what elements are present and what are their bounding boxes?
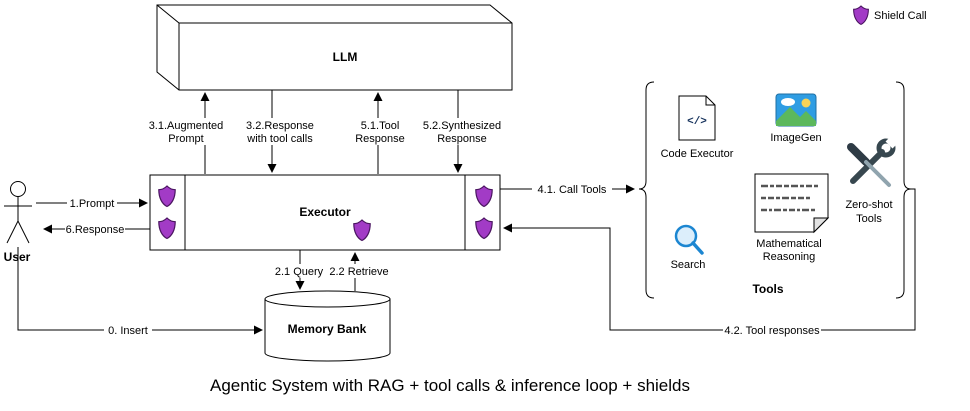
math-reasoning-label: Reasoning: [763, 251, 816, 263]
shield-icon: [853, 5, 869, 26]
llm-box-edges: [156, 4, 512, 90]
legend-label: Shield Call: [874, 10, 927, 22]
shield-icon: [475, 185, 493, 208]
llm-label: LLM: [333, 50, 358, 64]
actor-head: [10, 181, 26, 197]
edge-label-response: 6.Response: [65, 222, 125, 236]
edge-label-text: 6.Response: [66, 224, 125, 236]
edge-label-text: 4.1. Call Tools: [538, 184, 607, 196]
edge-label-text: 0. Insert: [108, 325, 148, 337]
legend-shield-call: Shield Call: [853, 5, 927, 26]
label-bg: [418, 118, 506, 145]
image-icon-cloud: [781, 98, 795, 106]
edge-label-text: 3.2.Response: [246, 120, 314, 132]
executor-node: Executor: [149, 174, 501, 251]
label-bg: [148, 118, 224, 145]
crossed-tools-icon: [847, 136, 898, 187]
left-curly-brace: [638, 81, 655, 299]
label-bg: [351, 118, 409, 145]
edge-label-insert: 0. Insert: [104, 323, 152, 337]
screwdriver-handle: [847, 143, 870, 166]
screwdriver-shaft: [864, 160, 891, 187]
memory-bank-body: [264, 298, 391, 362]
shield-icon: [158, 217, 176, 240]
executor-box: [149, 174, 501, 251]
search-label: Search: [671, 259, 706, 271]
shield-icon: [475, 217, 493, 240]
label-bg: [328, 264, 390, 278]
edge-label-text: 2.2 Retrieve: [329, 266, 388, 278]
tools-group: </> Code Executor ImageGen Search: [638, 81, 912, 299]
edge-label-text: Prompt: [168, 133, 203, 145]
code-file-fold: [705, 96, 715, 106]
tools-group-label: Tools: [752, 282, 783, 296]
edge-label-text: 5.1.Tool: [361, 120, 400, 132]
edge-label-prompt: 1.Prompt: [67, 196, 117, 210]
label-bg: [723, 323, 821, 337]
math-doc-fold: [813, 217, 830, 234]
edge-label-tool-response: 5.1.Tool Response: [351, 118, 409, 145]
code-glyph-text: </>: [687, 116, 707, 128]
image-icon: [775, 93, 817, 127]
code-file-icon: </>: [678, 95, 716, 141]
label-bg: [65, 222, 125, 236]
edge-label-text: with tool calls: [246, 133, 313, 145]
edge-label-text: 3.1.Augmented: [149, 120, 224, 132]
edge-label-text: Response: [355, 133, 405, 145]
code-executor-label: Code Executor: [661, 148, 734, 160]
zero-shot-label: Zero-shot: [845, 199, 892, 211]
wrench-notch: [885, 136, 898, 149]
search-icon: [674, 224, 704, 255]
tool-zero-shot: Zero-shot Tools: [845, 136, 898, 225]
edge-label-call-tools: 4.1. Call Tools: [532, 182, 612, 196]
image-icon-hills: [776, 107, 816, 126]
label-bg: [104, 323, 152, 337]
memory-bank-top: [264, 290, 391, 308]
math-document-icon: [754, 173, 830, 234]
edge-label-response-with-tool-calls: 3.2.Response with tool calls: [242, 118, 318, 145]
label-bg: [273, 264, 325, 278]
search-icon-handle: [691, 241, 704, 255]
edge-label-text: 2.1 Query: [275, 266, 324, 278]
shield-icon: [158, 185, 176, 208]
wrench-shaft: [850, 149, 885, 184]
edge-label-synthesized-response: 5.2.Synthesized Response: [418, 118, 506, 145]
actor-leg-left: [6, 220, 19, 244]
executor-label: Executor: [299, 205, 351, 219]
imagegen-label: ImageGen: [770, 132, 821, 144]
edge-label-query: 2.1 Query: [273, 264, 325, 278]
memory-bank-node: Memory Bank: [264, 290, 391, 362]
tool-imagegen: ImageGen: [770, 93, 822, 144]
tool-math-reasoning: Mathematical Reasoning: [754, 173, 830, 263]
edge-insert: [17, 247, 263, 335]
actor-leg-right: [17, 220, 30, 244]
shield-icon: [353, 219, 371, 242]
label-bg: [242, 118, 318, 145]
math-reasoning-label: Mathematical: [756, 238, 821, 250]
image-icon-sun: [801, 98, 811, 108]
label-bg: [67, 196, 117, 210]
label-bg: [532, 182, 612, 196]
edge-label-text: Response: [437, 133, 487, 145]
edge-label-text: 4.2. Tool responses: [724, 325, 820, 337]
user-label: User: [4, 250, 31, 264]
edge-label-text: 1.Prompt: [70, 198, 115, 210]
code-file-page: [678, 95, 716, 141]
search-icon-lens: [674, 224, 698, 248]
edge-label-tool-responses: 4.2. Tool responses: [723, 323, 821, 337]
diagram-title: Agentic System with RAG + tool calls & i…: [210, 376, 690, 395]
edge-label-augmented-prompt: 3.1.Augmented Prompt: [148, 118, 224, 145]
edge-label-retrieve: 2.2 Retrieve: [328, 264, 390, 278]
edge-label-text: 5.2.Synthesized: [423, 120, 501, 132]
llm-box: [156, 4, 513, 91]
zero-shot-label: Tools: [856, 213, 882, 225]
llm-node: LLM: [156, 4, 513, 91]
right-curly-brace: [895, 81, 912, 299]
memory-bank-label: Memory Bank: [288, 322, 367, 336]
tool-search: Search: [671, 224, 706, 271]
user-actor: User: [4, 181, 32, 264]
tool-code-executor: </> Code Executor: [661, 95, 734, 160]
